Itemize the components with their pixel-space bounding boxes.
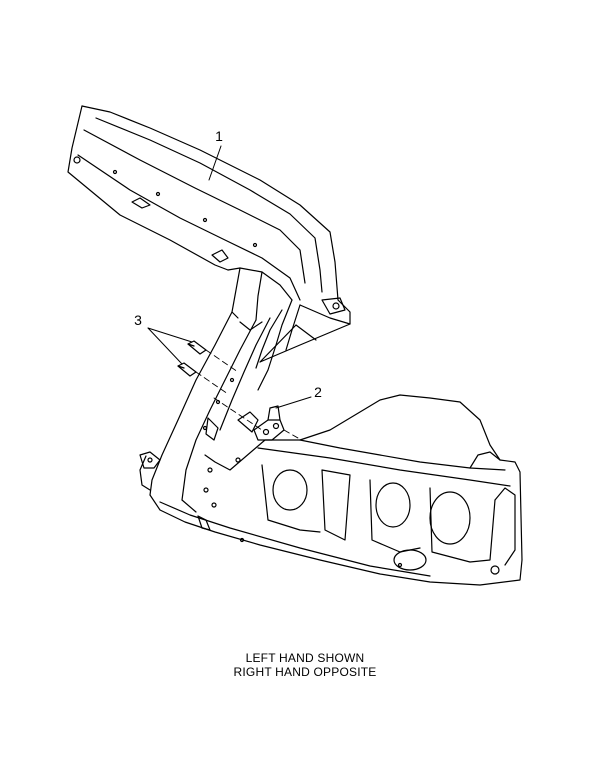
pillar-part	[149, 299, 301, 501]
frame-rail-part	[67, 105, 351, 363]
caption-line-1: LEFT HAND SHOWN	[245, 651, 365, 665]
sill-panel-part	[139, 394, 523, 586]
callout-1: 1	[215, 128, 223, 144]
callout-3: 3	[134, 312, 142, 328]
leader-lines	[147, 145, 312, 409]
assembly-lines	[195, 349, 299, 439]
fastener-part	[177, 340, 207, 377]
callout-2: 2	[314, 384, 322, 400]
caption-line-2: RIGHT HAND OPPOSITE	[233, 665, 377, 679]
bracket-part	[253, 405, 285, 441]
